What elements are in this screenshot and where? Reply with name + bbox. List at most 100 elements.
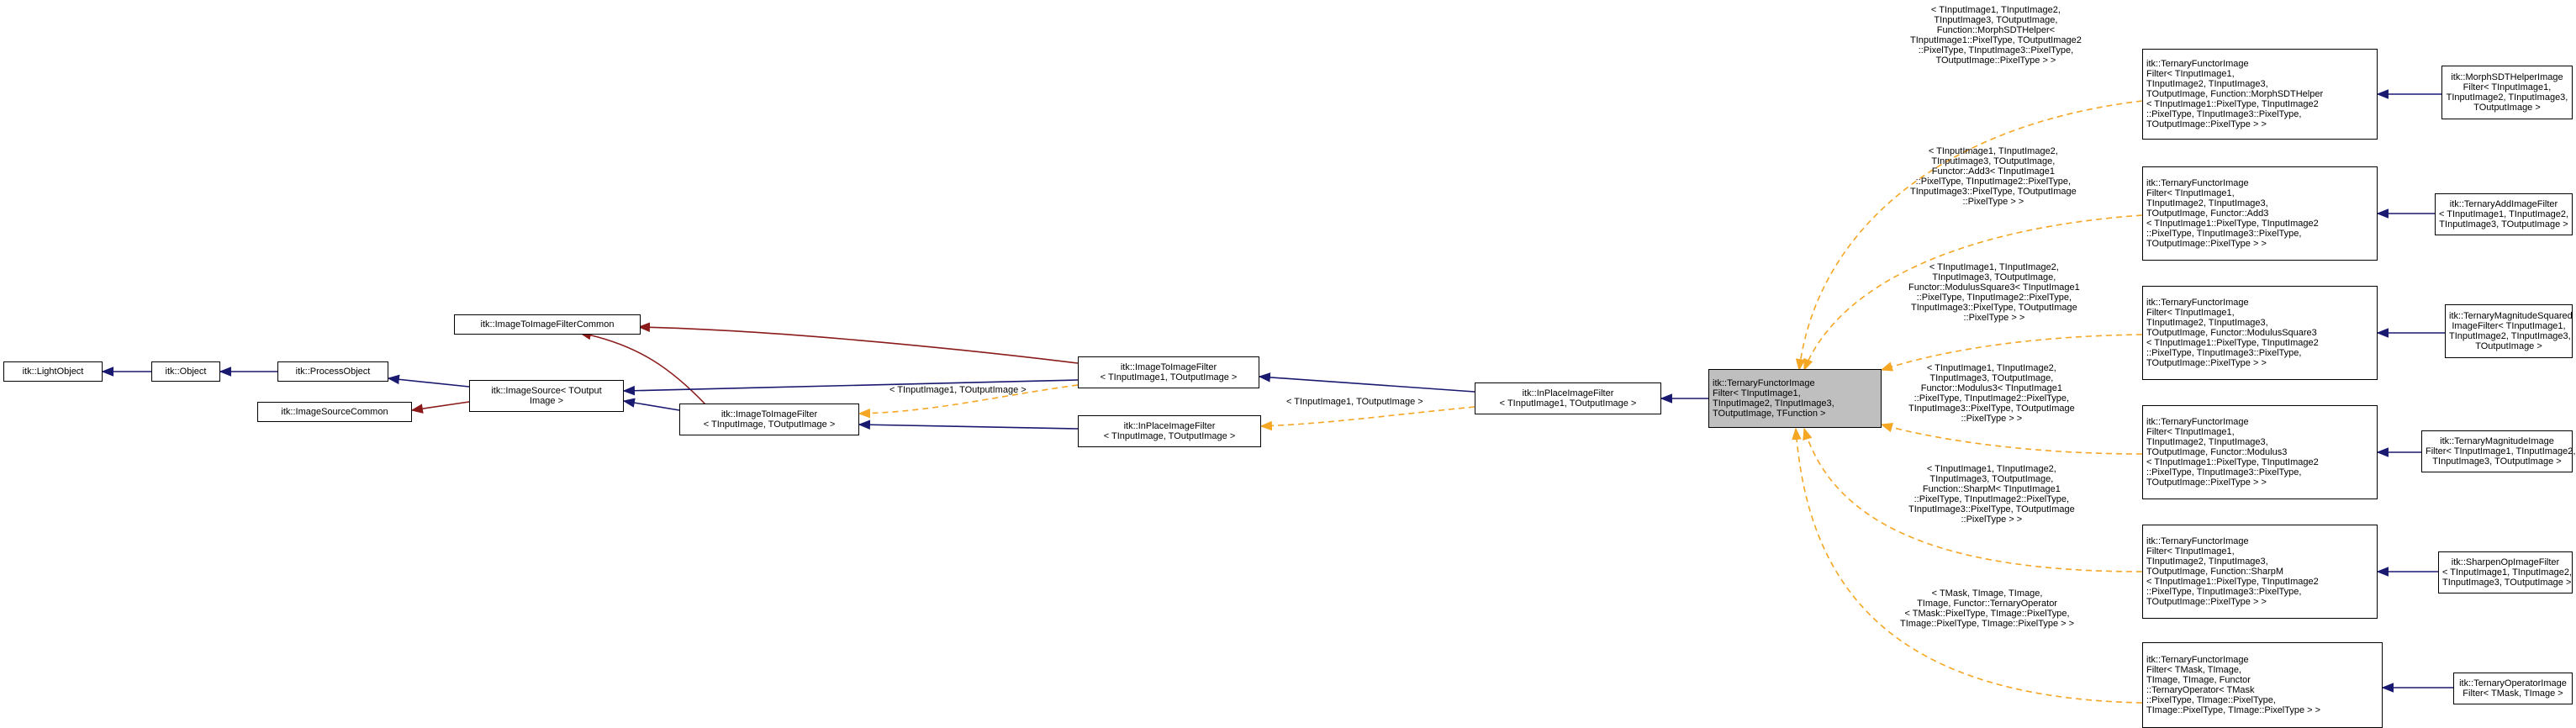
node-imagesourcecommon[interactable]: itk::ImageSourceCommon [257,402,412,422]
node-ternary-mod3-line-5: < TInputImage1::PixelType, TInputImage2 [2146,457,2319,467]
edge-inplace-generic-itif [858,419,1079,430]
edge-inplace-t1-bind [1259,406,1475,431]
node-ternary-op-line-2: Filter< TMask, TImage, [2146,665,2241,675]
edge-label-mod3: < TInputImage1, TInputImage2,TInputImage… [1908,363,2075,424]
node-morphhelper-line-1: itk::MorphSDTHelperImage [2451,72,2563,82]
edge-label-morph-line-6: TOutputImage::PixelType > > [1935,55,2056,66]
node-ternary-mod3-line-4: TOutputImage, Functor::Modulus3 [2146,447,2288,457]
edge-label-modsq-line-1: < TInputImage1, TInputImage2, [1929,262,2059,272]
node-ternary-mod3-line-1: itk::TernaryFunctorImage [2146,417,2249,427]
node-ternary-add3-line-2: Filter< TInputImage1, [2146,188,2235,198]
node-ternaryop-line-2: Filter< TMask, TImage > [2463,688,2563,699]
node-imagetoimagefilter-t1-line-2: < TInputImage1, TOutputImage > [1100,372,1238,382]
edge-label-sharp-line-2: TInputImage3, TOutputImage, [1929,474,2054,484]
node-sharpen[interactable]: itk::SharpenOpImageFilter< TInputImage1,… [2438,551,2573,593]
edge-label-mod3-line-2: TInputImage3, TOutputImage, [1929,373,2054,383]
node-ternary-add3-line-7: TOutputImage::PixelType > > [2146,239,2267,249]
edge-label-mod3-line-3: Functor::Modulus3< TInputImage1 [1920,383,2062,393]
node-imagetoimagefilter-generic-line-1: itk::ImageToImageFilter [721,409,818,419]
edge-label-sharp-line-6: ::PixelType > > [1961,514,2023,525]
node-ternary-op-line-3: TImage, TImage, Functor [2146,675,2251,685]
node-processobject-line-1: itk::ProcessObject [295,367,371,377]
edge-label-op-line-1: < TMask, TImage, TImage, [1931,588,2043,599]
node-ternary-sharp-line-1: itk::TernaryFunctorImage [2146,536,2249,546]
node-inplace-generic-line-2: < TInputImage, TOutputImage > [1103,431,1236,441]
node-lightobject[interactable]: itk::LightObject [3,361,103,382]
node-inplace-t1-line-1: itk::InPlaceImageFilter [1522,388,1614,398]
edge-label-add3-line-1: < TInputImage1, TInputImage2, [1928,146,2058,156]
node-sharpen-line-1: itk::SharpenOpImageFilter [2451,557,2560,567]
edge-add3-focus [1803,214,2143,372]
node-ternary-sharp-line-7: TOutputImage::PixelType > > [2146,597,2267,607]
node-addfilter-line-3: TInputImage3, TOutputImage > [2439,219,2568,229]
node-imagetoimagefilter-generic[interactable]: itk::ImageToImageFilter< TInputImage, TO… [679,404,859,435]
node-ternary-add3-line-5: < TInputImage1::PixelType, TInputImage2 [2146,219,2319,229]
node-inplace-t1[interactable]: itk::InPlaceImageFilter< TInputImage1, T… [1475,382,1661,414]
edge-label-inplace-bind-line-1: < TInputImage1, TOutputImage > [1286,397,1423,407]
node-ternary-morph-line-4: TOutputImage, Function::MorphSDTHelper [2146,89,2324,99]
node-imagetoimagefiltercommon-line-1: itk::ImageToImageFilterCommon [480,319,615,330]
node-ternary-sharp-line-5: < TInputImage1::PixelType, TInputImage2 [2146,577,2319,587]
edge-itif-t1-bind [858,384,1079,419]
node-ternary-sharp-line-3: TInputImage2, TInputImage3, [2146,557,2268,567]
edge-label-add3-line-5: TInputImage3::PixelType, TOutputImage [1910,187,2077,197]
node-addfilter-line-1: itk::TernaryAddImageFilter [2449,199,2558,209]
edge-label-add3-line-6: ::PixelType > > [1962,197,2024,207]
node-ternary-morph-line-3: TInputImage2, TInputImage3, [2146,79,2268,89]
node-object-line-1: itk::Object [165,367,207,377]
node-lightobject-line-1: itk::LightObject [22,367,84,377]
node-ternary-focus-line-4: TOutputImage, TFunction > [1713,409,1826,419]
node-ternary-modsq-line-2: Filter< TInputImage1, [2146,308,2235,318]
node-ternary-modsq-line-5: < TInputImage1::PixelType, TInputImage2 [2146,338,2319,348]
node-ternary-morph-line-1: itk::TernaryFunctorImage [2146,59,2249,69]
node-ternary-modsq-line-6: ::PixelType, TInputImage3::PixelType, [2146,348,2302,358]
node-object[interactable]: itk::Object [151,361,220,382]
edge-label-add3-line-4: ::PixelType, TInputImage2::PixelType, [1915,177,2072,187]
node-inplace-generic-line-1: itk::InPlaceImageFilter [1123,421,1216,431]
node-ternary-focus-line-3: TInputImage2, TInputImage3, [1713,398,1834,409]
node-ternary-morph-line-5: < TInputImage1::PixelType, TInputImage2 [2146,99,2319,109]
edge-label-morph-line-4: TInputImage1::PixelType, TOutputImage2 [1910,35,2082,45]
edge-label-add3-line-3: Functor::Add3< TInputImage1 [1931,166,2055,177]
node-ternary-modsq-line-1: itk::TernaryFunctorImage [2146,298,2249,308]
node-magsq-line-4: TOutputImage > [2475,341,2542,351]
node-addfilter[interactable]: itk::TernaryAddImageFilter< TInputImage1… [2435,193,2573,235]
edge-label-morph: < TInputImage1, TInputImage2,TInputImage… [1910,5,2082,66]
node-processobject[interactable]: itk::ProcessObject [277,361,388,382]
edge-label-mod3-line-1: < TInputImage1, TInputImage2, [1926,363,2056,373]
edge-label-op-line-4: TImage::PixelType, TImage::PixelType > > [1900,619,2075,629]
edge-label-morph-line-2: TInputImage3, TOutputImage, [1934,15,2058,25]
node-addfilter-line-2: < TInputImage1, TInputImage2, [2439,209,2568,219]
edge-label-modsq-line-6: ::PixelType > > [1963,313,2025,323]
edge-label-mod3-line-4: ::PixelType, TInputImage2::PixelType, [1914,393,2070,404]
node-ternary-sharp-line-6: ::PixelType, TInputImage3::PixelType, [2146,587,2302,597]
node-ternary-add3-line-6: ::PixelType, TInputImage3::PixelType, [2146,229,2302,239]
node-imagetoimagefiltercommon[interactable]: itk::ImageToImageFilterCommon [454,314,641,335]
node-inplace-generic[interactable]: itk::InPlaceImageFilter< TInputImage, TO… [1078,415,1261,447]
edge-label-modsq: < TInputImage1, TInputImage2,TInputImage… [1908,262,2080,323]
edge-label-mod3-line-6: ::PixelType > > [1961,414,2023,424]
node-magsq-line-1: itk::TernaryMagnitudeSquared [2449,311,2573,321]
edge-sharp-focus [1803,427,2143,572]
edge-label-modsq-line-3: Functor::ModulusSquare3< TInputImage1 [1908,282,2080,293]
node-ternary-add3-line-4: TOutputImage, Functor::Add3 [2146,208,2269,219]
edge-imagesource-processobject [387,374,470,388]
edge-label-sharp-line-4: ::PixelType, TInputImage2::PixelType, [1914,494,2070,504]
node-imagetoimagefilter-t1[interactable]: itk::ImageToImageFilter< TInputImage1, T… [1078,356,1259,388]
node-magnitude-line-3: TInputImage3, TOutputImage > [2432,456,2562,467]
edge-imagesource-imagesourcecommon [410,401,470,414]
edge-itif-t1-common [637,322,1079,364]
